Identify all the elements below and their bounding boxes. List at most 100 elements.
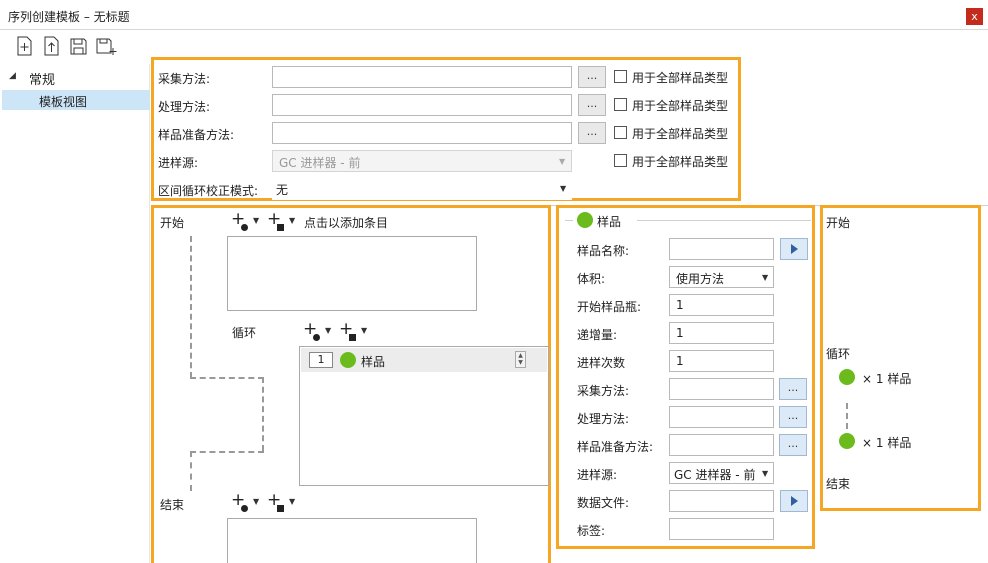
flow-loop-label: 循环 [232,326,257,340]
flow-connector [190,451,264,453]
sample-icon [577,212,593,228]
sample-prep-method-input[interactable] [669,434,774,456]
sample-source-label: 进样源: [577,468,618,482]
start-vial-label: 开始样品瓶: [577,300,642,314]
proc-method-input[interactable] [272,94,572,116]
flow-connector [262,377,264,451]
add-sample-button[interactable]: +▼ [231,490,260,512]
proc-method-label: 处理方法: [158,100,211,114]
sample-name-insert-button[interactable] [780,238,808,260]
dropdown-arrow-icon: ▼ [559,157,566,166]
preview-loop-label: 循环 [826,347,851,361]
export-icon[interactable] [39,35,63,57]
sample-proc-method-browse-button[interactable]: ... [779,406,807,428]
sample-icon [340,352,356,368]
sample-acq-method-browse-button[interactable]: ... [779,378,807,400]
acq-method-all-types-label: 用于全部样品类型 [632,71,729,85]
sample-acq-method-label: 采集方法: [577,384,630,398]
tree-root-general[interactable]: 常规 [29,73,56,88]
close-button[interactable]: x [966,8,983,25]
flow-connector [190,451,192,491]
sample-icon [839,433,855,449]
tag-input[interactable] [669,518,774,540]
tree-item-template-view[interactable]: 模板视图 [2,90,150,110]
preview-item: × 1 样品 [862,372,912,386]
window-title: 序列创建模板 – 无标题 [8,10,130,24]
new-icon[interactable] [12,35,36,57]
collapse-arrow-icon[interactable]: ◢ [9,71,16,81]
loop-correction-mode-select[interactable]: 无 ▼ [272,178,572,200]
acq-method-input[interactable] [272,66,572,88]
preview-start-label: 开始 [826,216,851,230]
prep-method-input[interactable] [272,122,572,144]
injection-source-all-types-label: 用于全部样品类型 [632,155,729,169]
preview-connector [846,403,848,429]
injection-source-select[interactable]: GC 进样器 - 前 ▼ [272,150,572,172]
flow-connector [190,236,192,378]
save-icon[interactable] [66,35,90,57]
loop-item-row[interactable]: 1 样品 ▲▼ [301,348,547,372]
prep-method-all-types-checkbox[interactable] [614,126,627,139]
header-rule [637,220,811,221]
volume-select[interactable]: 使用方法 ▼ [669,266,774,288]
sample-proc-method-label: 处理方法: [577,412,630,426]
flow-start-label: 开始 [160,216,185,230]
preview-item: × 1 样品 [862,436,912,450]
injection-source-all-types-checkbox[interactable] [614,154,627,167]
data-file-label: 数据文件: [577,496,630,510]
start-vial-input[interactable]: 1 [669,294,774,316]
flow-end-label: 结束 [160,498,185,512]
preview-end-label: 结束 [826,477,851,491]
increment-input[interactable]: 1 [669,322,774,344]
reorder-spinner[interactable]: ▲▼ [515,351,526,368]
title-bar [0,0,988,30]
volume-label: 体积: [577,272,606,286]
save-as-icon[interactable] [93,35,117,57]
add-sample-button[interactable]: +▼ [231,209,260,231]
prep-method-label: 样品准备方法: [158,128,235,142]
loop-item-label: 样品 [361,355,386,369]
sample-icon [839,369,855,385]
add-block-button[interactable]: +▼ [267,209,296,231]
sample-name-input[interactable] [669,238,774,260]
acq-method-browse-button[interactable]: ... [578,66,606,88]
injections-label: 进样次数 [577,356,626,370]
sample-name-label: 样品名称: [577,244,630,258]
prep-method-browse-button[interactable]: ... [578,122,606,144]
start-block-list[interactable] [227,236,477,311]
header-rule [565,220,573,221]
sample-prep-method-label: 样品准备方法: [577,440,654,454]
increment-label: 递增量: [577,328,618,342]
sequence-preview-frame [820,205,981,511]
add-sample-button[interactable]: +▼ [303,319,332,341]
sample-source-select[interactable]: GC 进样器 - 前 ▼ [669,462,774,484]
sequence-flow-frame [151,205,551,563]
prep-method-all-types-label: 用于全部样品类型 [632,127,729,141]
loop-correction-mode-label: 区间循环校正模式: [158,184,259,198]
sample-prep-method-browse-button[interactable]: ... [779,434,807,456]
data-file-input[interactable] [669,490,774,512]
proc-method-all-types-label: 用于全部样品类型 [632,99,729,113]
sample-acq-method-input[interactable] [669,378,774,400]
dropdown-arrow-icon: ▼ [762,469,769,478]
injections-input[interactable]: 1 [669,350,774,372]
sample-properties-frame [556,205,815,549]
loop-item-index: 1 [309,352,333,368]
dropdown-arrow-icon: ▼ [762,273,769,282]
dropdown-arrow-icon: ▼ [560,184,567,193]
sample-panel-header: 样品 [597,215,622,229]
navigation-tree [0,64,150,563]
proc-method-all-types-checkbox[interactable] [614,98,627,111]
acq-method-label: 采集方法: [158,72,211,86]
add-block-button[interactable]: +▼ [339,319,368,341]
sample-proc-method-input[interactable] [669,406,774,428]
proc-method-browse-button[interactable]: ... [578,94,606,116]
end-block-list[interactable] [227,518,477,563]
tag-label: 标签: [577,524,606,538]
tree-item-label: 模板视图 [39,95,88,109]
acq-method-all-types-checkbox[interactable] [614,70,627,83]
data-file-insert-button[interactable] [780,490,808,512]
injection-source-label: 进样源: [158,156,199,170]
add-block-button[interactable]: +▼ [267,490,296,512]
flow-connector [190,377,264,379]
